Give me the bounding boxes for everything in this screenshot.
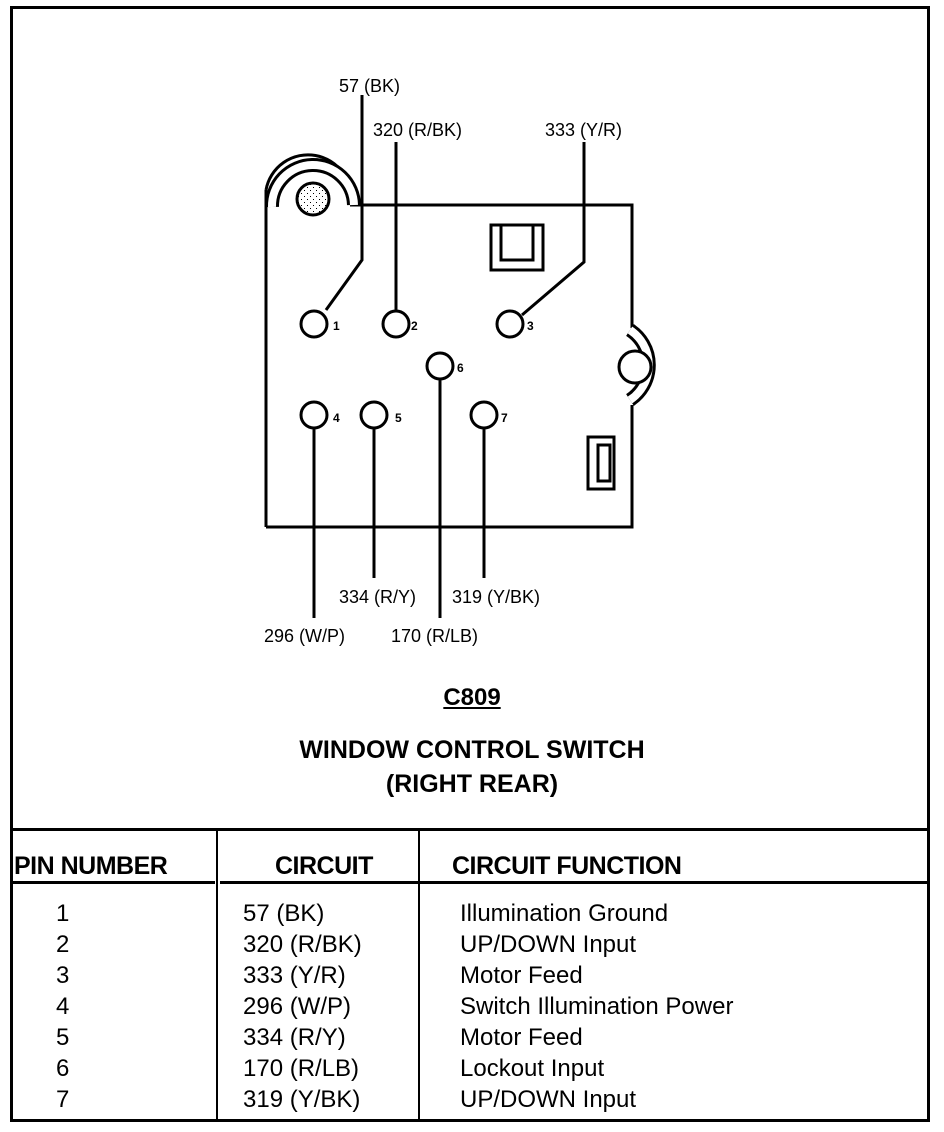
table-row: 3 333 (Y/R) Motor Feed [0, 962, 944, 993]
table-row: 1 57 (BK) Illumination Ground [0, 900, 944, 931]
header-circuit-function: CIRCUIT FUNCTION [452, 852, 682, 880]
pin-number-5: 5 [395, 411, 402, 425]
cell-function: UP/DOWN Input [460, 931, 637, 958]
cell-circuit: 170 (R/LB) [243, 1055, 360, 1082]
cell-function: Motor Feed [460, 962, 583, 989]
connector-diagram: 1 2 3 4 5 6 7 57 (BK) 320 (R/BK) 333 (Y/… [264, 76, 656, 646]
wire-pin-1 [324, 95, 364, 311]
wire-label-pin-7: 319 (Y/BK) [452, 587, 540, 607]
pin-3 [495, 309, 525, 339]
pin-number-3: 3 [527, 319, 534, 333]
cell-pin: 5 [56, 1024, 70, 1051]
wire-label-pin-5: 334 (R/Y) [339, 587, 416, 607]
cell-function: Illumination Ground [460, 900, 669, 927]
pin-number-4: 4 [333, 411, 340, 425]
pin-2 [381, 309, 411, 339]
component-name: WINDOW CONTROL SWITCH [299, 736, 645, 764]
cell-function: Lockout Input [460, 1055, 605, 1082]
cell-pin: 7 [56, 1086, 70, 1113]
cell-function: UP/DOWN Input [460, 1086, 637, 1113]
table-row: 7 319 (Y/BK) UP/DOWN Input [0, 1086, 944, 1117]
header-underline [220, 881, 928, 884]
header-pin-number: PIN NUMBER [14, 852, 168, 880]
pin-number-2: 2 [411, 319, 418, 333]
table-row: 2 320 (R/BK) UP/DOWN Input [0, 931, 944, 962]
pin-number-6: 6 [457, 361, 464, 375]
wire-label-pin-4: 296 (W/P) [264, 626, 345, 646]
cell-pin: 1 [56, 900, 70, 927]
page-frame [10, 6, 930, 1122]
connector-id: C809 [443, 684, 501, 711]
header-circuit: CIRCUIT [275, 852, 373, 880]
header-underline [13, 881, 215, 884]
cell-pin: 3 [56, 962, 70, 989]
cell-pin: 6 [56, 1055, 70, 1082]
pin-4 [299, 400, 329, 430]
table-row: 4 296 (W/P) Switch Illumination Power [0, 993, 944, 1024]
pin-5 [359, 400, 389, 430]
column-divider [418, 830, 420, 1120]
pin-1 [299, 309, 329, 339]
wire-label-pin-2: 320 (R/BK) [373, 120, 462, 140]
table-row: 5 334 (R/Y) Motor Feed [0, 1024, 944, 1055]
cell-pin: 4 [56, 993, 70, 1020]
cell-circuit: 319 (Y/BK) [243, 1086, 361, 1113]
polarizing-key-top [489, 223, 545, 272]
cell-circuit: 57 (BK) [243, 900, 325, 927]
pin-6 [425, 351, 455, 381]
latch-top-left [264, 158, 361, 217]
polarizing-key-right [586, 435, 616, 491]
pins [299, 309, 525, 430]
table-top-border [10, 828, 930, 831]
wires [312, 95, 586, 618]
cell-circuit: 320 (R/BK) [243, 931, 362, 958]
cell-function: Motor Feed [460, 1024, 583, 1051]
wire-label-pin-6: 170 (R/LB) [391, 626, 478, 646]
latch-right [617, 324, 656, 406]
pin-7 [469, 400, 499, 430]
column-divider [216, 830, 218, 1120]
wire-label-pin-3: 333 (Y/R) [545, 120, 622, 140]
cell-pin: 2 [56, 931, 70, 958]
wire-label-pin-1: 57 (BK) [339, 76, 400, 96]
component-location: (RIGHT REAR) [385, 770, 559, 798]
pin-number-1: 1 [333, 319, 340, 333]
cell-circuit: 334 (R/Y) [243, 1024, 346, 1051]
cell-function: Switch Illumination Power [460, 993, 734, 1020]
pin-number-7: 7 [501, 411, 508, 425]
cell-circuit: 296 (W/P) [243, 993, 352, 1020]
wire-pin-3 [521, 142, 586, 317]
cell-circuit: 333 (Y/R) [243, 962, 346, 989]
table-row: 6 170 (R/LB) Lockout Input [0, 1055, 944, 1086]
